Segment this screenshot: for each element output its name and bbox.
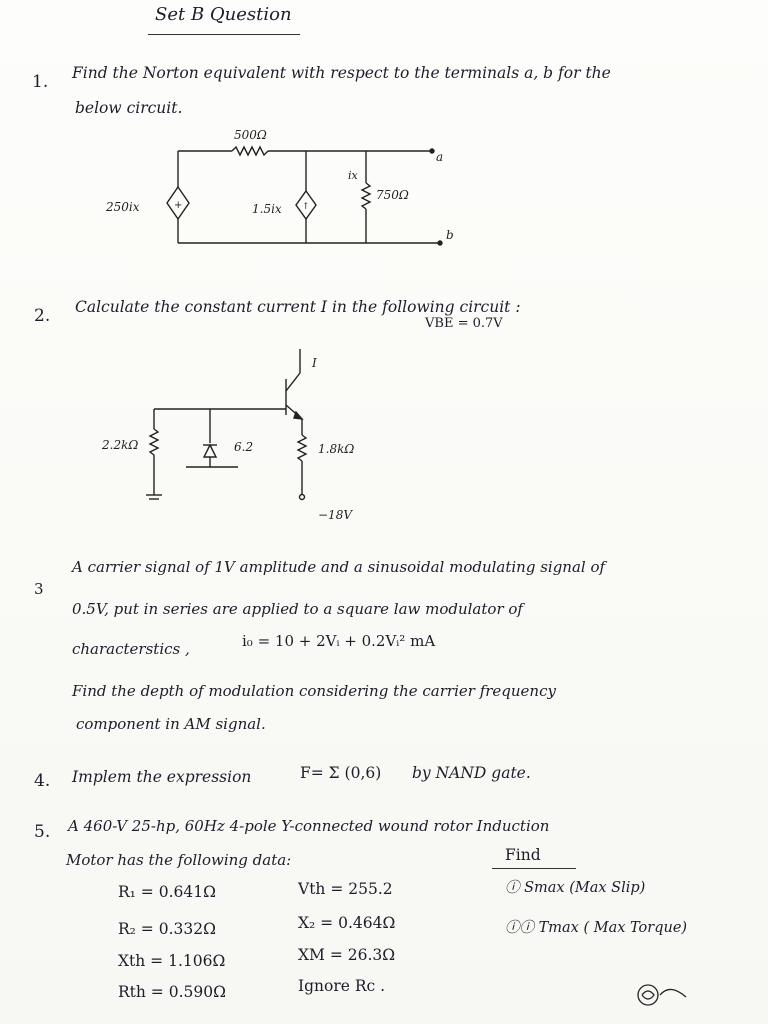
q5-ignore-rc: Ignore Rc . [298,977,386,995]
q5-vth: Vth = 255.2 [298,880,393,898]
q2-r-left-label: 2.2kΩ [101,438,138,452]
q5-find-tmax: ⓘⓘ Tmax ( Max Torque) [505,920,688,936]
q4-line1a: Implem the expression [72,768,252,786]
svg-text:↑: ↑ [302,202,310,212]
q1-ix-label: ix [348,169,359,182]
title-underline [148,34,300,35]
q3-line3: characterstics , [72,640,190,658]
q5-r2: R₂ = 0.332Ω [118,920,216,938]
q5-x2: X₂ = 0.464Ω [298,914,396,932]
q5-find-underline [492,868,576,869]
q1-r-top-label: 500Ω [234,128,267,142]
q1-number: 1. [32,72,49,92]
q1-circuit: + ↑ 250ix 500Ω 1.5ix ix 750Ω a b [105,128,454,246]
q2-vbe: VBE = 0.7V [425,316,503,331]
q1-src-mid-label: 1.5ix [252,202,282,216]
q5-xth: Xth = 1.106Ω [118,952,226,970]
q1-line2: below circuit. [75,99,183,117]
q2-current-label: I [311,356,317,370]
q1-term-a: a [436,150,443,164]
signature-mark [637,984,687,1006]
q3-line1: A carrier signal of 1V amplitude and a s… [72,558,606,576]
q5-line2: Motor has the following data: [66,851,292,869]
q2-line1: Calculate the constant current I in the … [75,298,521,316]
q5-r1: R₁ = 0.641Ω [118,883,216,901]
q2-r-right-label: 1.8kΩ [318,442,354,456]
q5-xm: XM = 26.3Ω [298,946,396,964]
svg-text:+: + [174,200,182,211]
q3-line2: 0.5V, put in series are applied to a squ… [72,600,523,618]
q1-r-right-label: 750Ω [376,188,409,202]
q4-number: 4. [34,771,51,791]
q3-line4: Find the depth of modulation considering… [72,682,556,700]
page-title: Set B Question [155,4,292,25]
q2-supply-label: −18V [318,508,353,522]
q3-number: 3 [34,580,44,598]
q5-rth: Rth = 0.590Ω [118,983,226,1001]
q4-expr: F= Σ (0,6) [300,764,382,782]
q4-line1b: by NAND gate. [412,764,531,782]
q1-line1: Find the Norton equivalent with respect … [72,64,611,82]
q2-zener-label: 6.2 [234,440,253,454]
q3-line5: component in AM signal. [76,715,266,733]
q5-line1: A 460-V 25-hp, 60Hz 4-pole Y-connected w… [68,817,550,835]
q5-number: 5. [34,822,51,842]
q1-src-left-label: 250ix [105,200,140,214]
q2-circuit: I 2.2kΩ 6.2 1.8kΩ −18V [101,349,354,522]
q1-term-b: b [446,228,454,242]
q2-number: 2. [34,306,51,326]
q3-equation: i₀ = 10 + 2Vᵢ + 0.2Vᵢ² mA [242,632,436,650]
q5-find-label: Find [505,846,541,864]
q5-find-smax: ⓘ Smax (Max Slip) [505,880,646,896]
